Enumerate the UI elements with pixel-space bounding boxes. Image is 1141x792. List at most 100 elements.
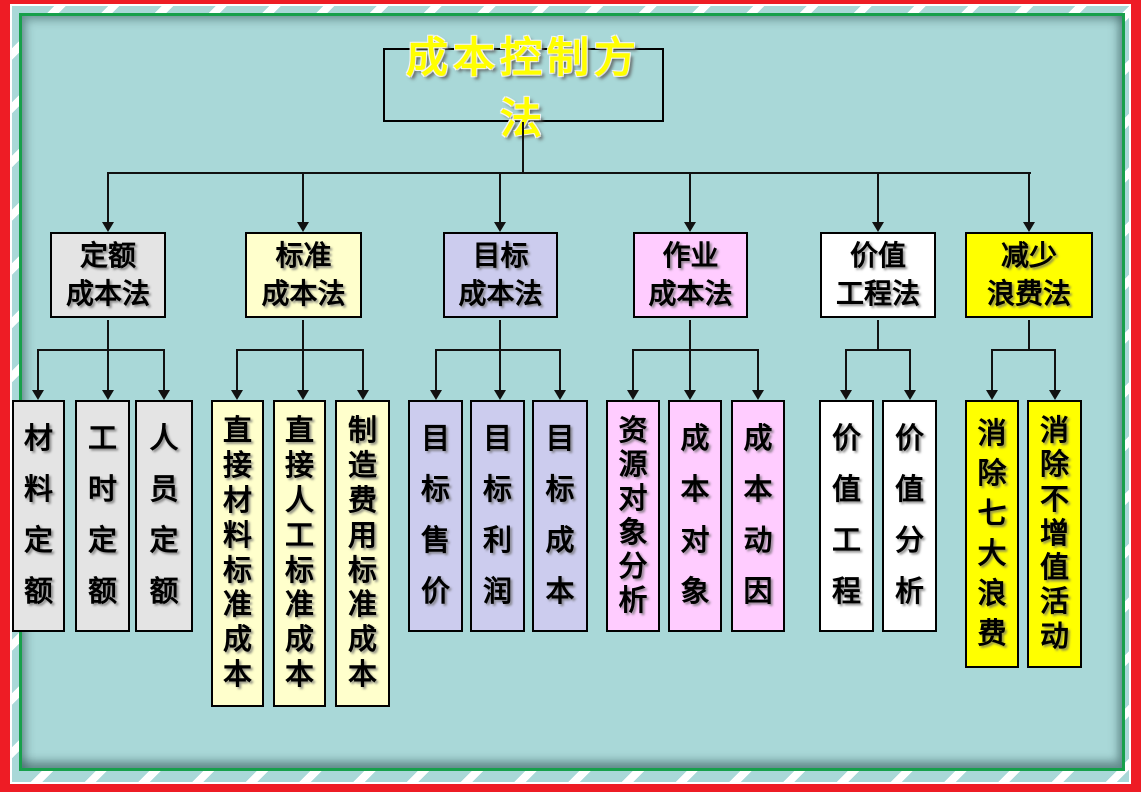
connector-g3-bus — [435, 349, 561, 351]
leaf-box-cost-driver: 成本动因 — [731, 400, 785, 632]
arrow-down-icon — [1023, 222, 1035, 232]
connector-g6-stub — [1028, 320, 1030, 351]
connector-g5-right — [909, 351, 911, 390]
leaf-box-seven-wastes: 消除七大浪费 — [965, 400, 1019, 668]
connector-g6-bus — [991, 349, 1056, 351]
branch-label: 作业 成本法 — [648, 240, 733, 309]
diagram-title: 成本控制方法 — [405, 34, 641, 142]
leaf-label: 目标成本 — [545, 423, 575, 608]
arrow-down-icon — [297, 222, 309, 232]
arrow-down-icon — [494, 222, 506, 232]
leaf-box-direct-material: 直接材料标准成本 — [211, 400, 264, 707]
branch-label: 减少 浪费法 — [986, 240, 1071, 309]
connector-g2-left — [236, 351, 238, 390]
connector-g5-bus — [845, 349, 911, 351]
connector-g5-stub — [877, 320, 879, 351]
leaf-box-target-price: 目标售价 — [408, 400, 463, 632]
arrow-down-icon — [1049, 390, 1061, 400]
connector-g4-right — [757, 351, 759, 390]
branch-box-activity: 作业 成本法 — [633, 232, 748, 318]
leaf-box-direct-labor: 直接人工标准成本 — [273, 400, 326, 707]
leaf-label: 成本对象 — [680, 423, 710, 608]
leaf-label: 价值工程 — [831, 423, 861, 608]
arrow-down-icon — [102, 390, 114, 400]
connector-drop-3 — [499, 174, 501, 222]
leaf-box-nonvalue-added: 消除不增值活动 — [1027, 400, 1082, 668]
connector-root-stub — [522, 122, 524, 172]
branch-label: 定额 成本法 — [65, 240, 150, 309]
branch-label: 价值 工程法 — [835, 240, 920, 309]
inner-frame — [19, 13, 1125, 771]
connector-g2-bus — [236, 349, 364, 351]
arrow-down-icon — [430, 390, 442, 400]
leaf-label: 工时定额 — [87, 423, 117, 608]
connector-drop-1 — [107, 174, 109, 222]
leaf-label: 价值分析 — [894, 423, 924, 608]
connector-g2-mid — [302, 320, 304, 390]
connector-main-bus — [107, 172, 1031, 174]
arrow-down-icon — [231, 390, 243, 400]
leaf-label: 资源对象分析 — [618, 415, 648, 617]
branch-box-target: 目标 成本法 — [443, 232, 558, 318]
connector-g6-left — [991, 351, 993, 390]
leaf-label: 成本动因 — [743, 423, 773, 608]
leaf-label: 消除七大浪费 — [977, 418, 1007, 650]
connector-g5-left — [845, 351, 847, 390]
leaf-box-resource-analysis: 资源对象分析 — [606, 400, 660, 632]
leaf-box-value-analysis: 价值分析 — [882, 400, 937, 632]
branch-box-waste: 减少 浪费法 — [965, 232, 1093, 318]
leaf-label: 直接人工标准成本 — [284, 415, 314, 692]
arrow-down-icon — [872, 222, 884, 232]
connector-drop-4 — [689, 174, 691, 222]
leaf-box-cost-object: 成本对象 — [668, 400, 722, 632]
arrow-down-icon — [297, 390, 309, 400]
branch-box-standard: 标准 成本法 — [245, 232, 362, 318]
arrow-down-icon — [904, 390, 916, 400]
root-box: 成本控制方法 — [383, 34, 664, 142]
arrow-down-icon — [158, 390, 170, 400]
connector-g6-right — [1054, 351, 1056, 390]
connector-drop-5 — [877, 174, 879, 222]
connector-g1-left — [37, 351, 39, 390]
leaf-label: 直接材料标准成本 — [222, 415, 252, 692]
connector-g4-left — [632, 351, 634, 390]
leaf-box-overhead: 制造费用标准成本 — [335, 400, 390, 707]
arrow-down-icon — [986, 390, 998, 400]
leaf-label: 消除不增值活动 — [1039, 415, 1069, 653]
leaf-label: 材料定额 — [23, 423, 53, 608]
leaf-label: 人员定额 — [149, 423, 179, 608]
branch-box-value: 价值 工程法 — [820, 232, 936, 318]
branch-label: 标准 成本法 — [261, 240, 346, 309]
connector-g3-left — [435, 351, 437, 390]
connector-drop-2 — [302, 174, 304, 222]
connector-g2-right — [362, 351, 364, 390]
connector-drop-6 — [1028, 174, 1030, 222]
connector-g4-bus — [632, 349, 759, 351]
arrow-down-icon — [752, 390, 764, 400]
connector-g4-mid — [689, 320, 691, 390]
arrow-down-icon — [684, 222, 696, 232]
connector-g3-mid — [499, 320, 501, 390]
arrow-down-icon — [102, 222, 114, 232]
leaf-box-value-engineering: 价值工程 — [819, 400, 874, 632]
leaf-box-material-quota: 材料定额 — [12, 400, 65, 632]
arrow-down-icon — [32, 390, 44, 400]
connector-g1-bus — [37, 349, 165, 351]
connector-g1-right — [163, 351, 165, 390]
leaf-box-staff-quota: 人员定额 — [135, 400, 193, 632]
branch-label: 目标 成本法 — [458, 240, 543, 309]
leaf-box-target-cost: 目标成本 — [532, 400, 588, 632]
leaf-box-hours-quota: 工时定额 — [75, 400, 130, 632]
leaf-label: 目标售价 — [420, 423, 450, 608]
arrow-down-icon — [494, 390, 506, 400]
leaf-label: 目标利润 — [482, 423, 512, 608]
leaf-label: 制造费用标准成本 — [347, 415, 377, 692]
connector-g3-right — [559, 351, 561, 390]
arrow-down-icon — [357, 390, 369, 400]
connector-g1-mid — [107, 320, 109, 390]
arrow-down-icon — [627, 390, 639, 400]
arrow-down-icon — [554, 390, 566, 400]
leaf-box-target-profit: 目标利润 — [470, 400, 525, 632]
